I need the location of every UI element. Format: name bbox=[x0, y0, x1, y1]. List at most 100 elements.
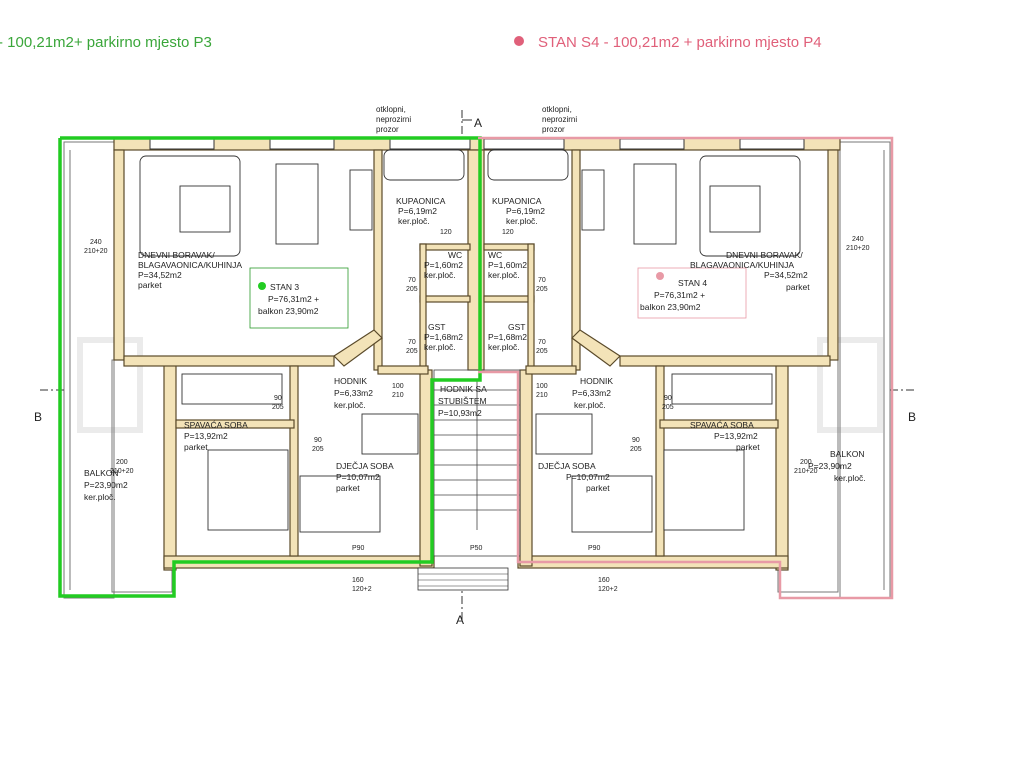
u4-gst-1: GST bbox=[508, 322, 525, 332]
u4-gst-3: ker.ploč. bbox=[488, 342, 520, 352]
door-120-r: 120 bbox=[502, 229, 514, 236]
watermark bbox=[77, 337, 883, 433]
door-90-a: 90 bbox=[274, 395, 282, 402]
u4-balkon-3: ker.ploč. bbox=[834, 473, 866, 483]
u3-gst-1: GST bbox=[428, 322, 445, 332]
left-balcony-rail bbox=[63, 141, 115, 599]
door-240-r-h: 210+20 bbox=[846, 245, 870, 252]
u3-gst-3: ker.ploč. bbox=[424, 342, 456, 352]
u3-bed-1: SPAVAĆA SOBA bbox=[184, 420, 248, 430]
section-a-top: A bbox=[474, 116, 482, 130]
door-90-a-h: 205 bbox=[272, 404, 284, 411]
door-70-a-h: 205 bbox=[406, 286, 418, 293]
door-100-l-h: 210 bbox=[392, 392, 404, 399]
door-70-c: 70 bbox=[538, 277, 546, 284]
door-70-d-h: 205 bbox=[536, 348, 548, 355]
u3-area: P=76,31m2 + bbox=[268, 294, 319, 304]
u3-kids-1: DJEČJA SOBA bbox=[336, 461, 394, 471]
corridor-2: STUBIŠTEM bbox=[438, 396, 487, 406]
section-b-right: B bbox=[908, 410, 916, 424]
u4-kids-1: DJEČJA SOBA bbox=[538, 461, 596, 471]
door-100-r: 100 bbox=[536, 383, 548, 390]
u4-bath-3: ker.ploč. bbox=[506, 216, 538, 226]
u4-bed-2: P=13,92m2 bbox=[714, 431, 758, 441]
unit4-header-text: STAN S4 - 100,21m2 + parkirno mjesto P4 bbox=[538, 34, 822, 51]
section-a-bottom: A bbox=[456, 613, 464, 627]
window-note-2: neprozirni bbox=[376, 115, 411, 124]
u4-hall-2: P=6,33m2 bbox=[572, 388, 611, 398]
door-200-l: 200 bbox=[116, 459, 128, 466]
u4-bath-1: KUPAONICA bbox=[492, 196, 542, 206]
door-70-b-h: 205 bbox=[406, 348, 418, 355]
unit4-legend-dot bbox=[514, 36, 524, 46]
door-90-c-h: 205 bbox=[630, 446, 642, 453]
u3-wc-1: WC bbox=[448, 250, 462, 260]
u4-hall-3: ker.ploč. bbox=[574, 400, 606, 410]
entry-mat bbox=[417, 567, 509, 591]
furniture bbox=[139, 149, 801, 533]
p90-right: P90 bbox=[588, 545, 601, 552]
unit3-label-box bbox=[249, 267, 349, 329]
door-100-r-h: 210 bbox=[536, 392, 548, 399]
door-200-l-h: 210+20 bbox=[110, 468, 134, 475]
u3-wc-2: P=1,60m2 bbox=[424, 260, 463, 270]
door-160-l: 160 bbox=[352, 577, 364, 584]
u3-living-2: BLAGAVAONICA/KUHINJA bbox=[138, 260, 242, 270]
u4-bed-3: parket bbox=[736, 442, 760, 452]
u4-balkon-1: BALKON bbox=[830, 449, 865, 459]
u3-bed-2: P=13,92m2 bbox=[184, 431, 228, 441]
u4-label: STAN 4 bbox=[678, 278, 707, 288]
corridor-3: P=10,93m2 bbox=[438, 408, 482, 418]
u3-living-3: P=34,52m2 bbox=[138, 270, 182, 280]
u3-label: STAN 3 bbox=[270, 282, 299, 292]
door-90-b: 90 bbox=[314, 437, 322, 444]
u3-balcony-area: balkon 23,90m2 bbox=[258, 306, 319, 316]
door-160-r: 160 bbox=[598, 577, 610, 584]
door-200-r-h: 210+20 bbox=[794, 468, 818, 475]
u4-area: P=76,31m2 + bbox=[654, 290, 705, 300]
window-note-3: prozor bbox=[376, 125, 399, 134]
door-70-b: 70 bbox=[408, 339, 416, 346]
u4-balkon-2: P=23,90m2 bbox=[808, 461, 852, 471]
u3-living-4: parket bbox=[138, 280, 162, 290]
u4-kids-2: P=10,07m2 bbox=[566, 472, 610, 482]
p50-stair: P50 bbox=[470, 545, 483, 552]
window-note-r3: prozor bbox=[542, 125, 565, 134]
door-90-b-h: 205 bbox=[312, 446, 324, 453]
u3-living-1: DNEVNI BORAVAK/ bbox=[138, 250, 215, 260]
section-b-left: B bbox=[34, 410, 42, 424]
u4-wc-3: ker.ploč. bbox=[488, 270, 520, 280]
u3-gst-2: P=1,68m2 bbox=[424, 332, 463, 342]
u3-bath-3: ker.ploč. bbox=[398, 216, 430, 226]
u4-wc-2: P=1,60m2 bbox=[488, 260, 527, 270]
stair bbox=[433, 369, 521, 557]
door-90-d: 90 bbox=[664, 395, 672, 402]
u3-balkon-3: ker.ploč. bbox=[84, 492, 116, 502]
unit4-header: STAN S4 - 100,21m2 + parkirno mjesto P4 bbox=[514, 34, 822, 51]
u4-living-2: BLAGAVAONICA/KUHINJA bbox=[690, 260, 794, 270]
door-240-r: 240 bbox=[852, 236, 864, 243]
door-240-l: 240 bbox=[90, 239, 102, 246]
door-90-d-h: 205 bbox=[662, 404, 674, 411]
u3-balkon-2: P=23,90m2 bbox=[84, 480, 128, 490]
u4-gst-2: P=1,68m2 bbox=[488, 332, 527, 342]
u3-wc-3: ker.ploč. bbox=[424, 270, 456, 280]
unit4-dot bbox=[656, 272, 664, 280]
door-160-r-h: 120+2 bbox=[598, 586, 618, 593]
u3-bath-2: P=6,19m2 bbox=[398, 206, 437, 216]
u3-bed-3: parket bbox=[184, 442, 208, 452]
u4-bath-2: P=6,19m2 bbox=[506, 206, 545, 216]
door-120-l: 120 bbox=[440, 229, 452, 236]
u3-balkon-1: BALKON bbox=[84, 468, 119, 478]
u4-hall-1: HODNIK bbox=[580, 376, 613, 386]
u4-living-4: parket bbox=[786, 282, 810, 292]
door-240-l-h: 210+20 bbox=[84, 248, 108, 255]
unit4-outline bbox=[478, 136, 894, 600]
unit3-outline bbox=[58, 136, 482, 598]
door-70-d: 70 bbox=[538, 339, 546, 346]
u4-living-1: DNEVNI BORAVAK/ bbox=[726, 250, 803, 260]
u4-living-3: P=34,52m2 bbox=[764, 270, 808, 280]
u3-hall-2: P=6,33m2 bbox=[334, 388, 373, 398]
door-100-l: 100 bbox=[392, 383, 404, 390]
